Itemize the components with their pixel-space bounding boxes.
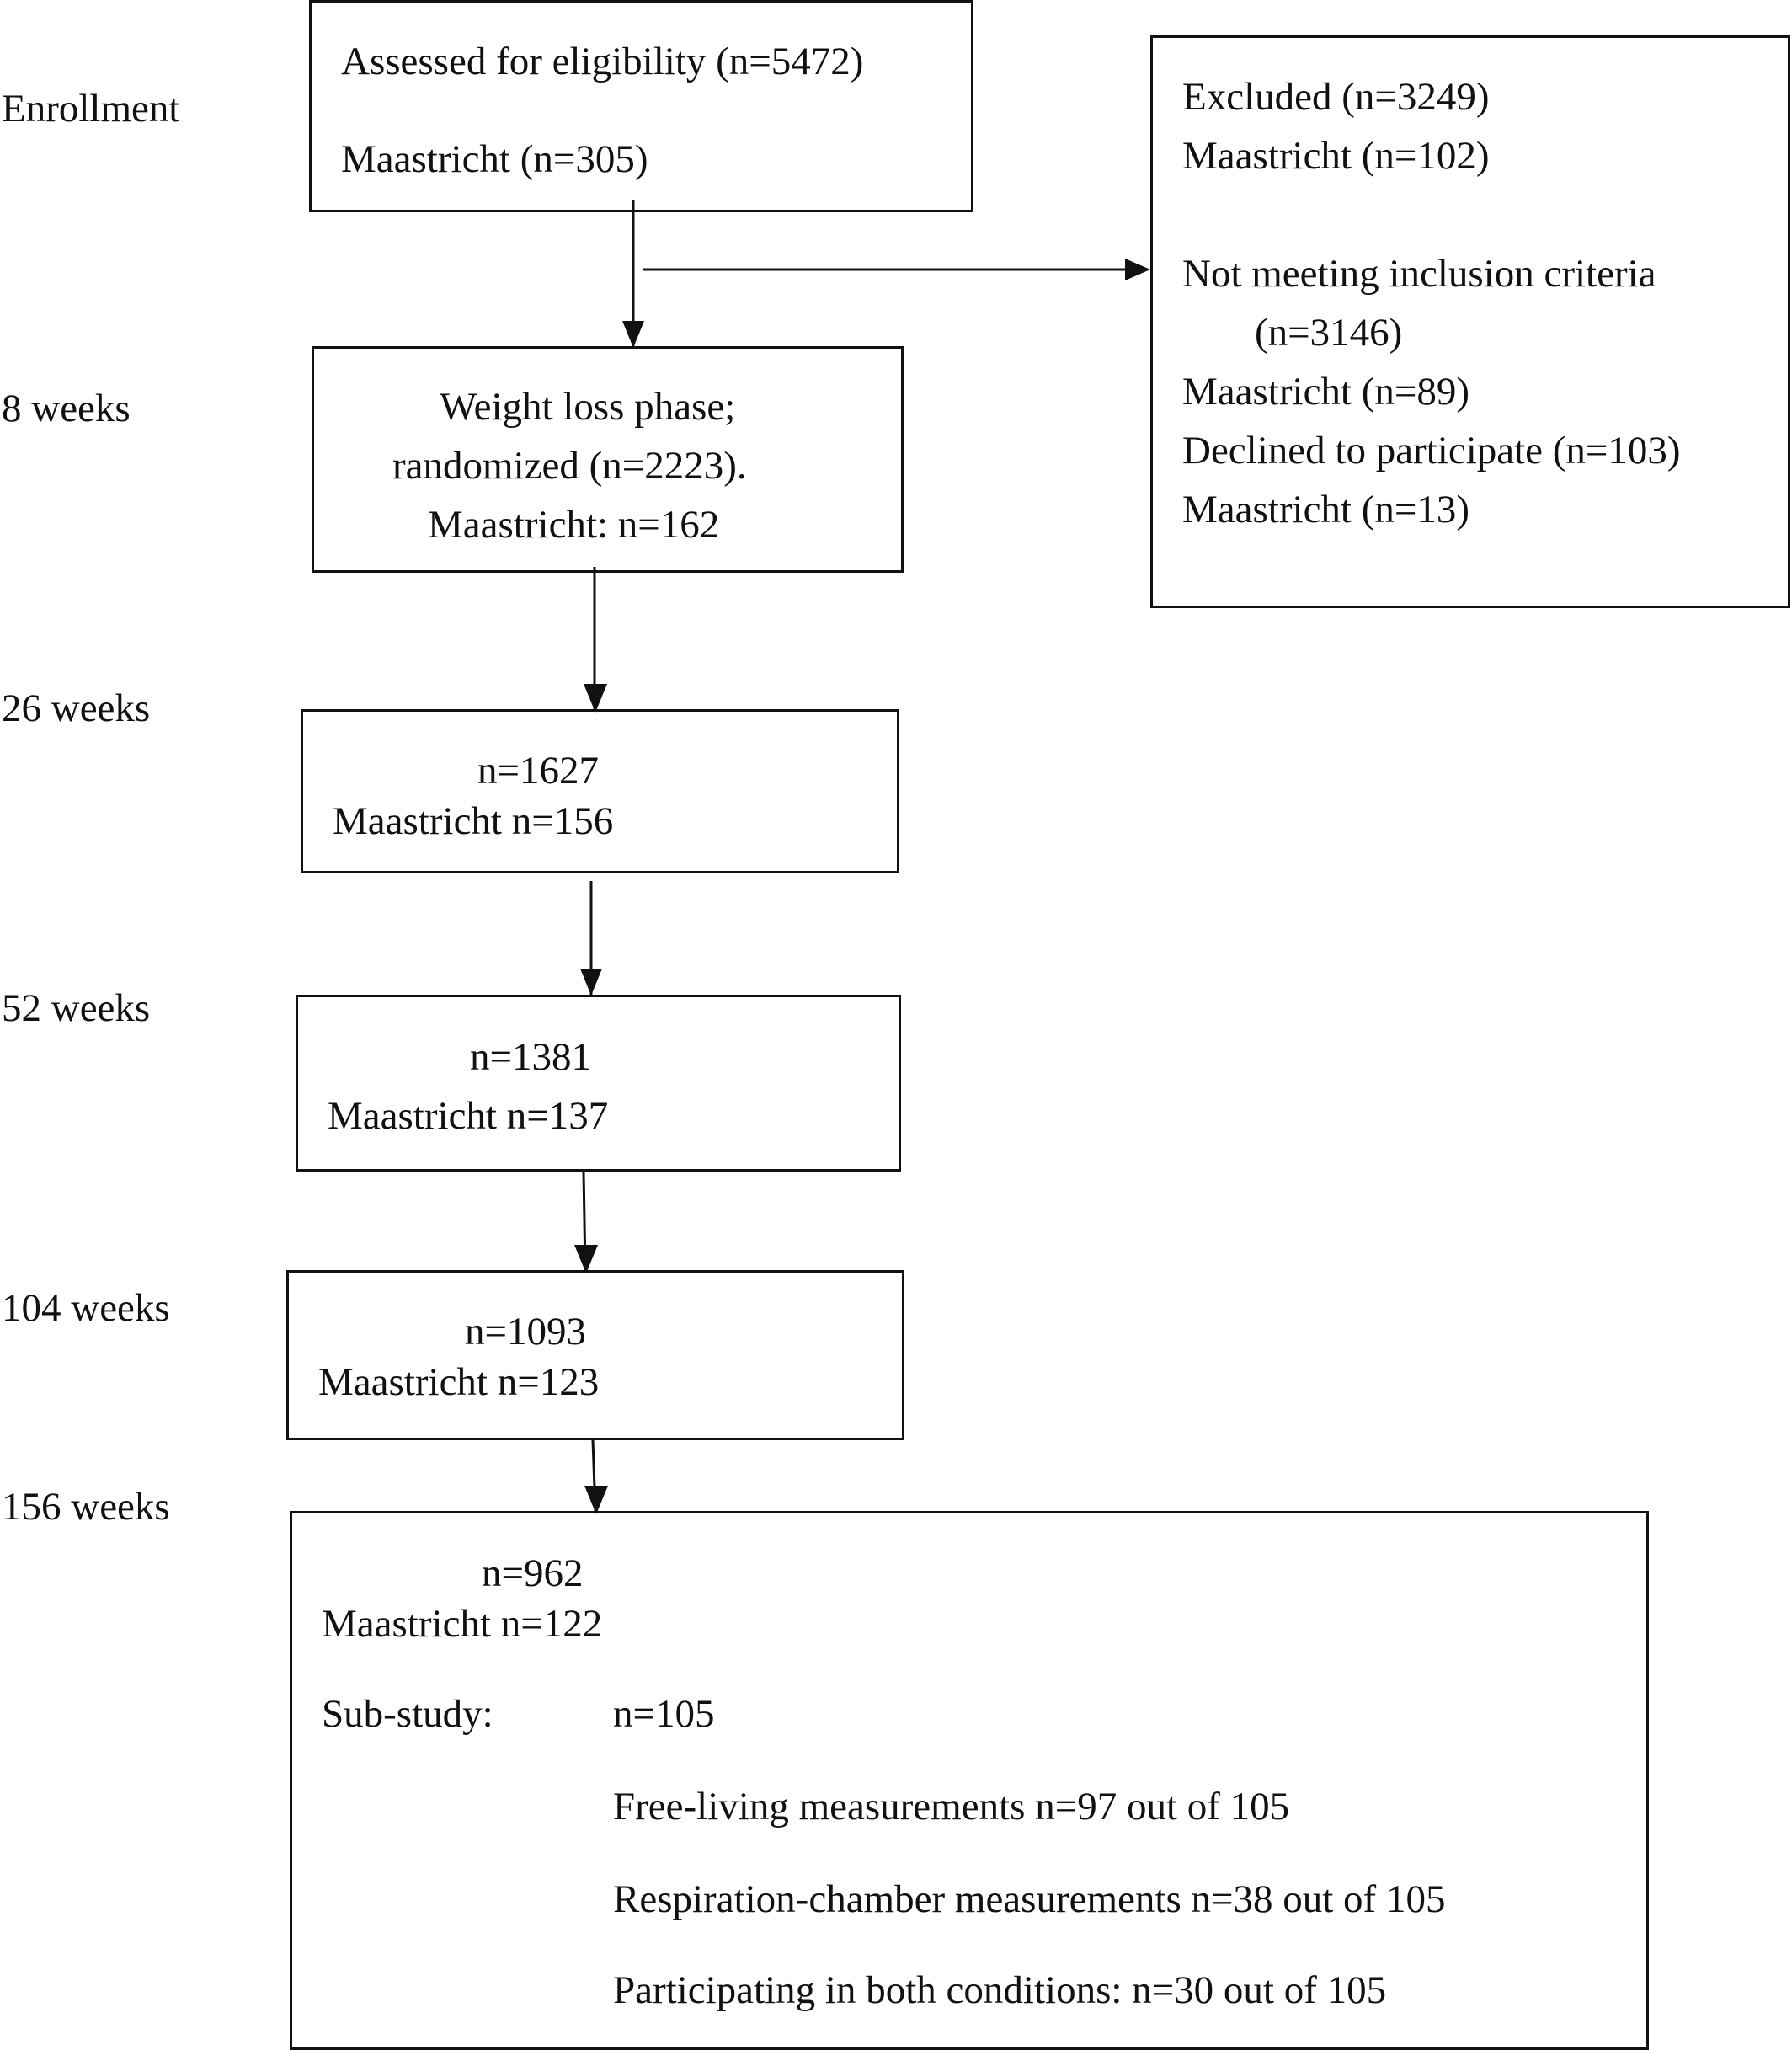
declined-to-participate: Declined to participate (n=103) <box>1182 429 1681 472</box>
week-104-box <box>286 1270 904 1440</box>
arrow-assessed-to-weight-loss-head <box>622 321 644 348</box>
week-156-maastricht: Maastricht n=122 <box>322 1602 603 1646</box>
week-52-maastricht: Maastricht n=137 <box>328 1094 609 1138</box>
week-26-maastricht: Maastricht n=156 <box>333 799 614 843</box>
substudy-label: Sub-study: <box>322 1692 493 1736</box>
weight-loss-maastricht: Maastricht: n=162 <box>428 503 720 547</box>
arrow-weight-loss-to-26-head <box>584 684 607 713</box>
respiration-chamber-measurements: Respiration-chamber measurements n=38 ou… <box>613 1877 1446 1921</box>
stage-label-52-weeks: 52 weeks <box>2 986 151 1030</box>
stage-label-enrollment: Enrollment <box>2 87 180 131</box>
excluded-box <box>1150 35 1790 608</box>
not-meeting-criteria-n: (n=3146) <box>1255 311 1403 355</box>
week-52-box <box>296 995 901 1172</box>
free-living-measurements: Free-living measurements n=97 out of 105 <box>613 1785 1290 1828</box>
weight-loss-randomized: randomized (n=2223). <box>392 444 747 488</box>
week-104-maastricht: Maastricht n=123 <box>318 1360 600 1404</box>
arrow-104-to-156-head <box>584 1486 608 1514</box>
both-conditions: Participating in both conditions: n=30 o… <box>613 1968 1387 2012</box>
excluded-total: Excluded (n=3249) <box>1182 75 1490 119</box>
not-meeting-maastricht: Maastricht (n=89) <box>1182 370 1470 414</box>
weight-loss-phase: Weight loss phase; <box>440 385 736 429</box>
weight-loss-box <box>312 346 904 573</box>
arrow-to-excluded-head <box>1125 259 1150 280</box>
assessed-total: Assessed for eligibility (n=5472) <box>341 40 864 83</box>
stage-label-26-weeks: 26 weeks <box>2 686 151 730</box>
declined-maastricht: Maastricht (n=13) <box>1182 488 1470 531</box>
stage-label-156-weeks: 156 weeks <box>2 1485 170 1529</box>
week-104-total: n=1093 <box>465 1310 587 1353</box>
arrow-26-to-52-head <box>580 969 602 996</box>
stage-label-104-weeks: 104 weeks <box>2 1286 170 1330</box>
not-meeting-criteria: Not meeting inclusion criteria <box>1182 252 1656 296</box>
week-156-total: n=962 <box>482 1551 584 1595</box>
week-26-total: n=1627 <box>477 749 600 793</box>
week-26-box <box>301 709 899 873</box>
stage-label-8-weeks: 8 weeks <box>2 387 131 430</box>
substudy-n: n=105 <box>613 1692 715 1736</box>
assessed-box <box>309 0 973 212</box>
arrow-52-to-104-head <box>574 1245 598 1273</box>
week-52-total: n=1381 <box>470 1035 592 1079</box>
assessed-maastricht: Maastricht (n=305) <box>341 137 648 181</box>
excluded-maastricht: Maastricht (n=102) <box>1182 134 1490 178</box>
